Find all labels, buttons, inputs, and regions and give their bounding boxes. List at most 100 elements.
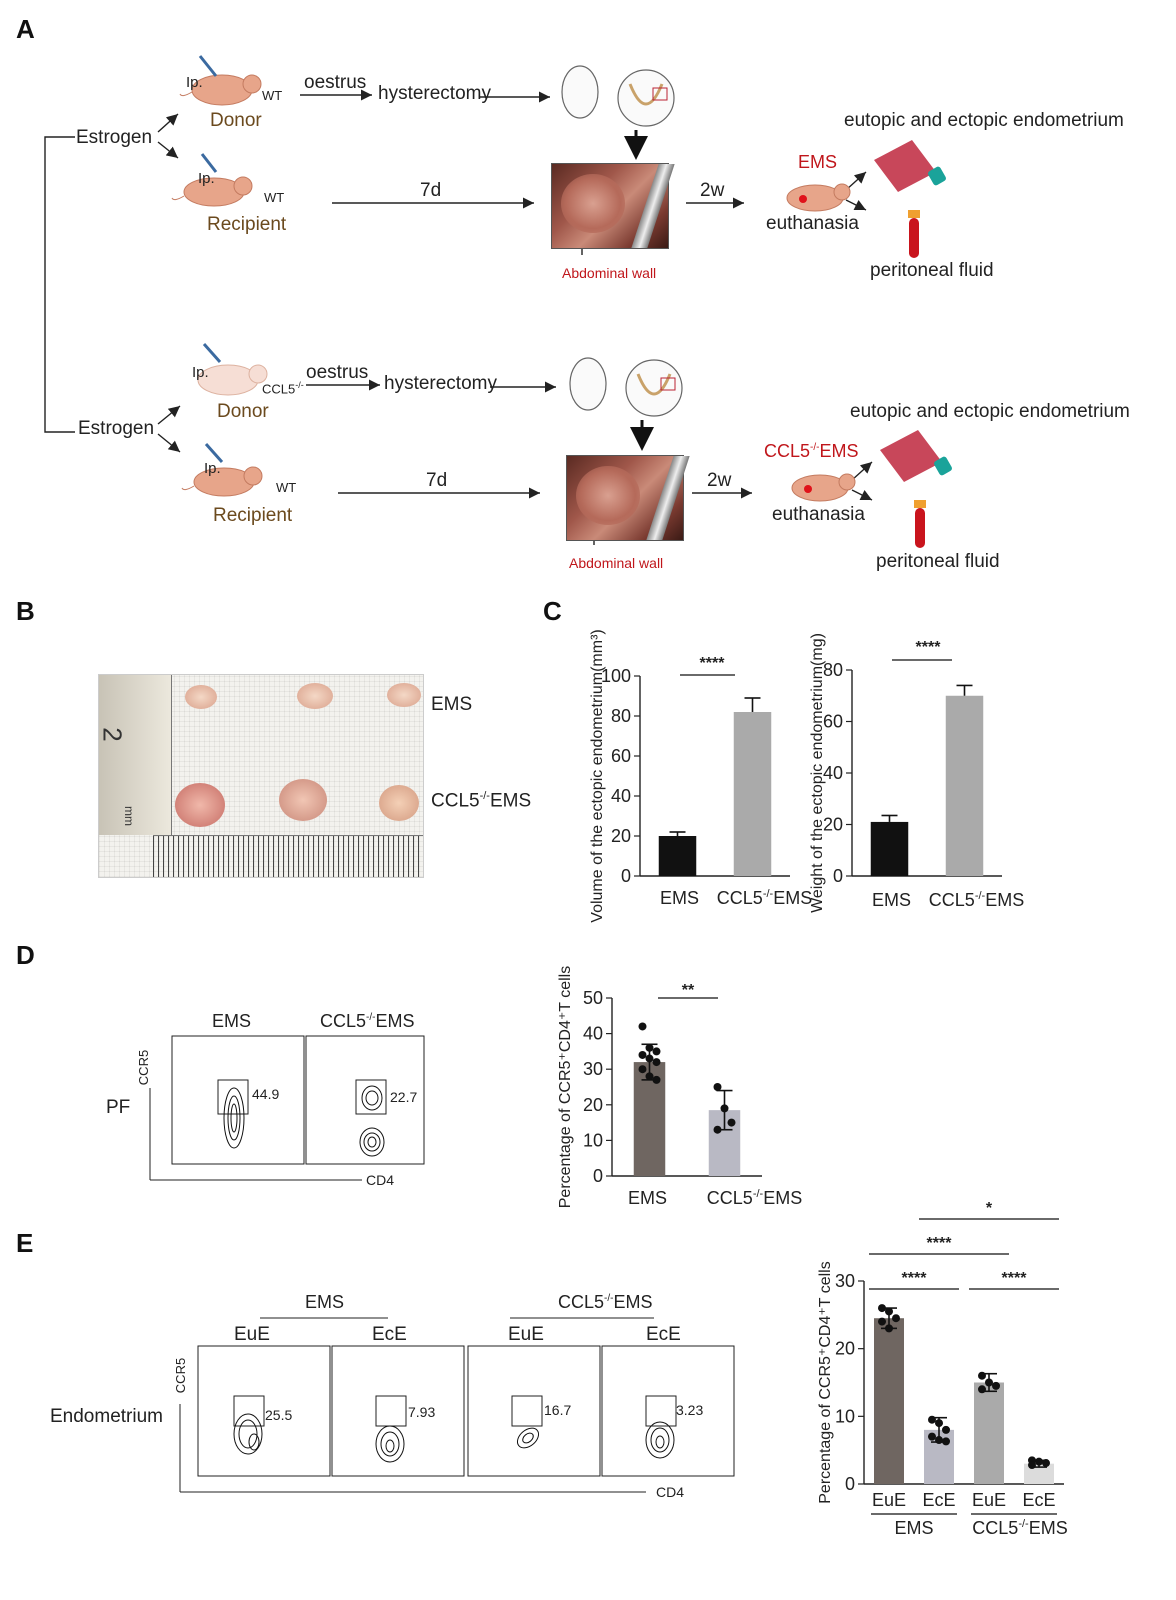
d_percentage-point-0-3 bbox=[638, 1050, 647, 1059]
d_percentage-cat-0: EMS bbox=[628, 1188, 667, 1208]
d_percentage-ytick-label-4: 40 bbox=[583, 1024, 603, 1044]
flow-e-val-2: 7.93 bbox=[408, 1404, 436, 1420]
d_percentage-point-1-3 bbox=[713, 1125, 722, 1134]
c_volume-ytick-label-5: 100 bbox=[601, 666, 631, 686]
c_weight-ytick-label-4: 80 bbox=[823, 660, 843, 680]
d_percentage-point-0-6 bbox=[638, 1065, 647, 1074]
e_percentage-point-0-3 bbox=[878, 1317, 886, 1326]
wt-label-2: WT bbox=[264, 190, 285, 205]
flow-d-plots bbox=[149, 1035, 425, 1181]
two-w-label-2: 2w bbox=[707, 470, 732, 491]
e-sig-3: * bbox=[986, 1200, 993, 1217]
flow-e-x-axis: CD4 bbox=[656, 1484, 685, 1500]
donor-label-2: Donor bbox=[217, 401, 269, 422]
abdominal-wall-label-2: Abdominal wall bbox=[569, 555, 664, 571]
e_percentage-point-2-2 bbox=[992, 1381, 1000, 1390]
ip-label-1: Ip. bbox=[186, 74, 203, 91]
c-weight-sig: **** bbox=[916, 639, 942, 656]
e_percentage-point-0-2 bbox=[892, 1314, 900, 1323]
c_weight-cat-1: CCL5-/-EMS bbox=[929, 890, 1024, 910]
flow-e-row-label: Endometrium bbox=[50, 1406, 163, 1427]
e_percentage-point-1-3 bbox=[928, 1432, 936, 1441]
e_percentage-ylabel: Percentage of CCR5⁺CD4⁺T cells bbox=[817, 1261, 834, 1503]
ip-label-3: Ip. bbox=[192, 364, 209, 381]
d_percentage-point-0-0 bbox=[638, 1022, 647, 1031]
peritoneal-label-2: peritoneal fluid bbox=[876, 551, 1000, 572]
estrogen-top: Estrogen bbox=[76, 127, 153, 148]
c_volume-bar-0 bbox=[658, 836, 697, 876]
e_percentage-bar-2 bbox=[974, 1382, 1004, 1484]
d_percentage-ytick-label-2: 20 bbox=[583, 1095, 603, 1115]
seven-d-label-2: 7d bbox=[426, 470, 448, 491]
panel-label-b: B bbox=[16, 596, 35, 626]
e_percentage-ytick-label-3: 30 bbox=[835, 1271, 855, 1291]
e_percentage-bar-0 bbox=[874, 1318, 904, 1484]
flow-e-val-4: 3.23 bbox=[676, 1402, 704, 1418]
wt-label-1: WT bbox=[262, 88, 283, 103]
e-group-label-1: CCL5-/-EMS bbox=[972, 1518, 1067, 1538]
tissue-photo: 2 mm bbox=[98, 674, 424, 878]
e_percentage-point-0-4 bbox=[885, 1324, 893, 1333]
c_volume-ytick-label-0: 0 bbox=[621, 866, 631, 886]
d_percentage-ytick-label-3: 30 bbox=[583, 1059, 603, 1079]
flow-e-ece-2: EcE bbox=[646, 1324, 681, 1345]
recipient-label-2: Recipient bbox=[213, 505, 293, 526]
c_volume-ytick-label-1: 20 bbox=[611, 826, 631, 846]
e_percentage-cat-2: EuE bbox=[972, 1490, 1006, 1510]
tissue-ccl5-1 bbox=[175, 783, 225, 827]
flow-d-title-ccl5: CCL5-/-EMS bbox=[320, 1011, 415, 1031]
c_volume-bar-1 bbox=[733, 712, 772, 876]
flow-d-val-ccl5: 22.7 bbox=[390, 1089, 418, 1105]
hysterectomy-label-2: hysterectomy bbox=[384, 373, 497, 394]
d_percentage-ytick-label-5: 50 bbox=[583, 988, 603, 1008]
label-b-ems: EMS bbox=[431, 694, 473, 715]
e_percentage-point-0-1 bbox=[885, 1307, 893, 1316]
flask-icon bbox=[874, 140, 952, 482]
flow-e-group-ems: EMS bbox=[305, 1292, 345, 1312]
eutopic-label-1: eutopic and ectopic endometrium bbox=[844, 110, 1124, 131]
e_percentage-point-2-1 bbox=[985, 1378, 993, 1387]
ruler-digit: 2 bbox=[98, 727, 128, 742]
d_percentage-point-0-2 bbox=[652, 1047, 661, 1056]
e_percentage-point-0-0 bbox=[878, 1304, 886, 1313]
e_percentage-point-1-4 bbox=[935, 1436, 943, 1445]
d-sig: ** bbox=[682, 982, 695, 999]
d_percentage-point-1-1 bbox=[720, 1104, 729, 1113]
e_percentage-point-3-2 bbox=[1042, 1459, 1050, 1468]
c-volume-sig: **** bbox=[700, 655, 726, 672]
eutopic-label-2: eutopic and ectopic endometrium bbox=[850, 401, 1130, 422]
e_percentage-ytick-label-2: 20 bbox=[835, 1339, 855, 1359]
two-w-label-1: 2w bbox=[700, 180, 725, 201]
c_weight-ylabel: Weight of the ectopic endometrium(mg) bbox=[809, 633, 826, 913]
c_weight-bar-1 bbox=[945, 695, 984, 876]
c_weight-cat-0: EMS bbox=[872, 890, 911, 910]
flow-e-val-3: 16.7 bbox=[544, 1402, 572, 1418]
e-sig-2: **** bbox=[927, 1235, 953, 1252]
ccl5-ems-label-a: CCL5-/-EMS bbox=[764, 441, 859, 461]
e_percentage-ytick-label-0: 0 bbox=[845, 1474, 855, 1494]
oestrus-label-1: oestrus bbox=[304, 72, 367, 93]
d_percentage-point-0-8 bbox=[652, 1075, 661, 1084]
e_percentage-cat-3: EcE bbox=[1022, 1490, 1055, 1510]
e-sig-0: **** bbox=[902, 1270, 928, 1287]
tissue-ccl5-3 bbox=[379, 785, 419, 821]
e_percentage-point-3-1 bbox=[1035, 1457, 1043, 1466]
euthanasia-label-1: euthanasia bbox=[766, 213, 859, 234]
d_percentage-point-0-7 bbox=[645, 1072, 654, 1081]
flow-d-title-ems: EMS bbox=[212, 1011, 252, 1031]
wt-label-3: WT bbox=[276, 480, 297, 495]
recipient-label-1: Recipient bbox=[207, 214, 287, 235]
flow-e-eue-1: EuE bbox=[234, 1324, 270, 1345]
d_percentage-ylabel: Percentage of CCR5⁺CD4⁺T cells bbox=[557, 966, 574, 1208]
mouse-icon bbox=[171, 74, 856, 502]
tube-icon bbox=[908, 210, 926, 548]
flow-e-eue-2: EuE bbox=[508, 1324, 544, 1345]
tissue-ems-2 bbox=[297, 683, 333, 709]
panel-label-c: C bbox=[543, 596, 562, 626]
oestrus-label-2: oestrus bbox=[306, 362, 369, 383]
panel-label-a: A bbox=[16, 14, 35, 44]
peritoneal-label-1: peritoneal fluid bbox=[870, 260, 994, 281]
ruler-horizontal bbox=[153, 835, 423, 877]
e_percentage-point-1-5 bbox=[942, 1437, 950, 1446]
